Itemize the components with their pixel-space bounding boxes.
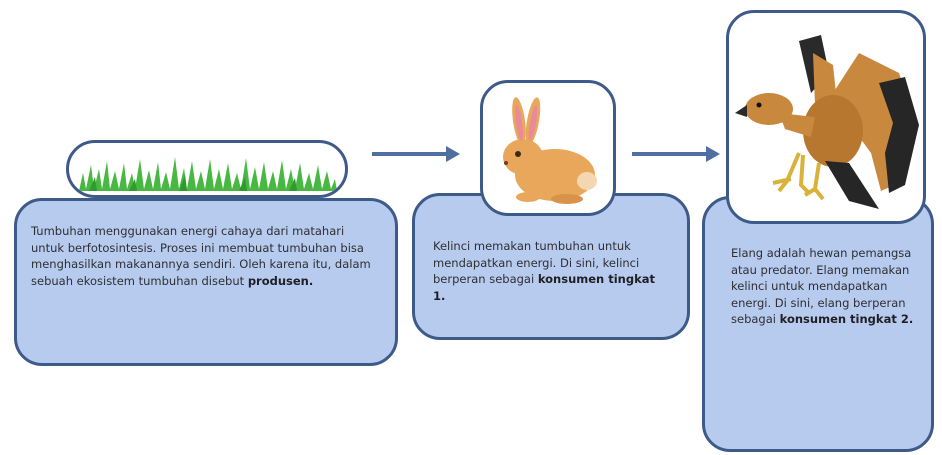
consumer1-term: konsumen tingkat 1. <box>433 272 656 303</box>
producer-term: produsen. <box>247 273 314 288</box>
rabbit-image-frame <box>480 80 616 216</box>
grass-image-frame <box>66 140 348 198</box>
arrow-right-icon <box>372 146 460 162</box>
consumer1-description: Kelinci memakan tumbuhan untuk mendapatk… <box>433 238 669 304</box>
grass-icon <box>79 157 337 191</box>
consumer1-text: Kelinci memakan tumbuhan untuk mendapatk… <box>433 239 640 286</box>
producer-text: Tumbuhan menggunakan energi cahaya dari … <box>31 224 371 288</box>
arrow-right-icon <box>632 146 720 162</box>
eagle-image-frame <box>726 10 926 224</box>
consumer1-text-box: Kelinci memakan tumbuhan untuk mendapatk… <box>412 193 690 340</box>
producer-text-box: Tumbuhan menggunakan energi cahaya dari … <box>14 198 398 366</box>
producer-description: Tumbuhan menggunakan energi cahaya dari … <box>31 223 377 289</box>
eagle-icon <box>735 35 919 209</box>
consumer2-text-box: Elang adalah hewan pemangsa atau predato… <box>702 196 934 452</box>
consumer2-term: konsumen tingkat 2. <box>779 312 914 326</box>
consumer2-text: Elang adalah hewan pemangsa atau predato… <box>731 246 912 326</box>
rabbit-icon <box>503 97 597 204</box>
consumer2-description: Elang adalah hewan pemangsa atau predato… <box>731 245 917 328</box>
